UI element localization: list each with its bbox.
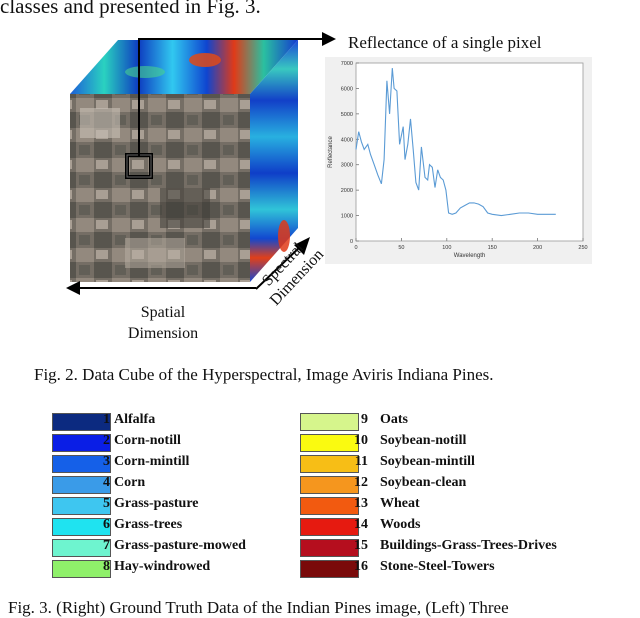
- legend-swatch: [300, 476, 359, 494]
- legend-class-name: Soybean-clean: [380, 475, 467, 490]
- legend-item: 14 Woods: [300, 517, 620, 538]
- legend-item: 7 Grass-pasture-mowed: [52, 538, 302, 559]
- legend-class-name: Woods: [380, 517, 421, 532]
- x-tick-label: 150: [488, 245, 497, 251]
- reflectance-series-line: [355, 68, 556, 217]
- x-tick-label: 100: [442, 245, 451, 251]
- y-axis-label: Reflectance: [328, 135, 334, 167]
- legend-number: 10: [354, 433, 368, 448]
- legend-number: 5: [103, 496, 110, 511]
- legend-item: 13 Wheat: [300, 496, 620, 517]
- legend-class-name: Stone-Steel-Towers: [380, 559, 495, 574]
- legend-swatch: [300, 434, 359, 452]
- reflectance-title: Reflectance of a single pixel: [348, 33, 542, 52]
- x-tick-label: 250: [578, 245, 587, 251]
- hyperspectral-cube-image: [70, 40, 298, 282]
- legend-swatch: [52, 560, 111, 578]
- legend-item: 9 Oats: [300, 412, 620, 433]
- y-tick-label: 4000: [341, 137, 353, 143]
- legend-number: 14: [354, 517, 368, 532]
- legend-swatch: [52, 539, 111, 557]
- legend-item: 6 Grass-trees: [52, 517, 302, 538]
- legend-class-name: Buildings-Grass-Trees-Drives: [380, 538, 557, 553]
- legend-swatch: [300, 497, 359, 515]
- legend-item: 4 Corn: [52, 475, 302, 496]
- paper-body-text: classes and presented in Fig. 3.: [0, 0, 261, 18]
- legend-number: 3: [103, 454, 110, 469]
- legend-item: 16 Stone-Steel-Towers: [300, 559, 620, 580]
- legend-class-name: Soybean-notill: [380, 433, 467, 448]
- pixel-pointer-arrowhead: [322, 32, 336, 46]
- legend-class-name: Hay-windrowed: [114, 559, 211, 574]
- spatial-dimension-label: Spatial Dimension: [127, 304, 199, 342]
- y-tick-label: 0: [350, 239, 353, 245]
- legend-number: 8: [103, 559, 110, 574]
- legend-class-name: Corn-mintill: [114, 454, 190, 469]
- legend-number: 7: [103, 538, 110, 553]
- legend-swatch: [300, 539, 359, 557]
- pixel-pointer-line-vertical: [138, 38, 140, 156]
- reflectance-plot: 0 1000 2000 3000 4000 5000 6000 7000 0 50 100 150 20…: [325, 57, 592, 264]
- spectral-arrow: [255, 237, 310, 290]
- legend-swatch: [52, 497, 111, 515]
- legend-swatch: [52, 434, 111, 452]
- figure-2-caption: Fig. 2. Data Cube of the Hyperspectral, …: [34, 365, 494, 384]
- legend-number: 12: [354, 475, 368, 490]
- legend-number: 9: [361, 412, 368, 427]
- legend-class-name: Grass-trees: [114, 517, 183, 532]
- legend-swatch: [300, 560, 359, 578]
- legend-item: 15 Buildings-Grass-Trees-Drives: [300, 538, 620, 559]
- legend-number: 16: [354, 559, 368, 574]
- legend-item: 8 Hay-windrowed: [52, 559, 302, 580]
- y-tick-label: 7000: [341, 61, 353, 67]
- legend-right-column: 9 Oats 10 Soybean-notill 11 Soybean-mintill 12…: [300, 412, 620, 580]
- legend-class-name: Corn: [114, 475, 146, 490]
- y-tick-label: 5000: [341, 112, 353, 118]
- x-tick-label: 200: [533, 245, 542, 251]
- legend-class-name: Corn-notill: [114, 433, 181, 448]
- legend-class-name: Wheat: [380, 496, 420, 511]
- legend-class-name: Soybean-mintill: [380, 454, 475, 469]
- x-tick-label: 0: [354, 245, 357, 251]
- legend-swatch: [300, 413, 359, 431]
- legend-item: 12 Soybean-clean: [300, 475, 620, 496]
- legend-class-name: Grass-pasture-mowed: [114, 538, 246, 553]
- legend-number: 13: [354, 496, 368, 511]
- legend-number: 1: [103, 412, 110, 427]
- legend-item: 5 Grass-pasture: [52, 496, 302, 517]
- spatial-arrow-line: [78, 287, 256, 289]
- y-tick-label: 2000: [341, 188, 353, 194]
- y-tick-label: 6000: [341, 86, 353, 92]
- legend-class-name: Oats: [380, 412, 408, 427]
- legend-number: 4: [103, 475, 110, 490]
- legend-class-name: Grass-pasture: [114, 496, 199, 511]
- legend-swatch: [300, 518, 359, 536]
- legend-swatch: [52, 476, 111, 494]
- legend-number: 6: [103, 517, 110, 532]
- y-tick-label: 3000: [341, 163, 353, 169]
- legend-number: 15: [354, 538, 368, 553]
- figure-3-caption: Fig. 3. (Right) Ground Truth Data of the…: [8, 598, 509, 617]
- legend-item: 2 Corn-notill: [52, 433, 302, 454]
- plot-area: [355, 62, 584, 242]
- legend-class-name: Alfalfa: [114, 412, 156, 427]
- legend-item: 11 Soybean-mintill: [300, 454, 620, 475]
- legend-swatch: [300, 455, 359, 473]
- legend-swatch: [52, 413, 111, 431]
- legend-swatch: [52, 518, 111, 536]
- legend-item: 3 Corn-mintill: [52, 454, 302, 475]
- legend-number: 2: [103, 433, 110, 448]
- legend-number: 11: [354, 454, 368, 469]
- pixel-pointer-line-horizontal: [138, 38, 322, 40]
- x-tick-label: 50: [398, 245, 404, 251]
- spatial-arrowhead: [66, 281, 80, 295]
- legend-swatch: [52, 455, 111, 473]
- y-tick-label: 1000: [341, 214, 353, 220]
- legend-item: 1 Alfalfa: [52, 412, 302, 433]
- reflectance-chart-svg: 0 1000 2000 3000 4000 5000 6000 7000 0 50 100 150 20…: [328, 61, 588, 259]
- legend-item: 10 Soybean-notill: [300, 433, 620, 454]
- x-axis-label: Wavelength: [454, 253, 485, 259]
